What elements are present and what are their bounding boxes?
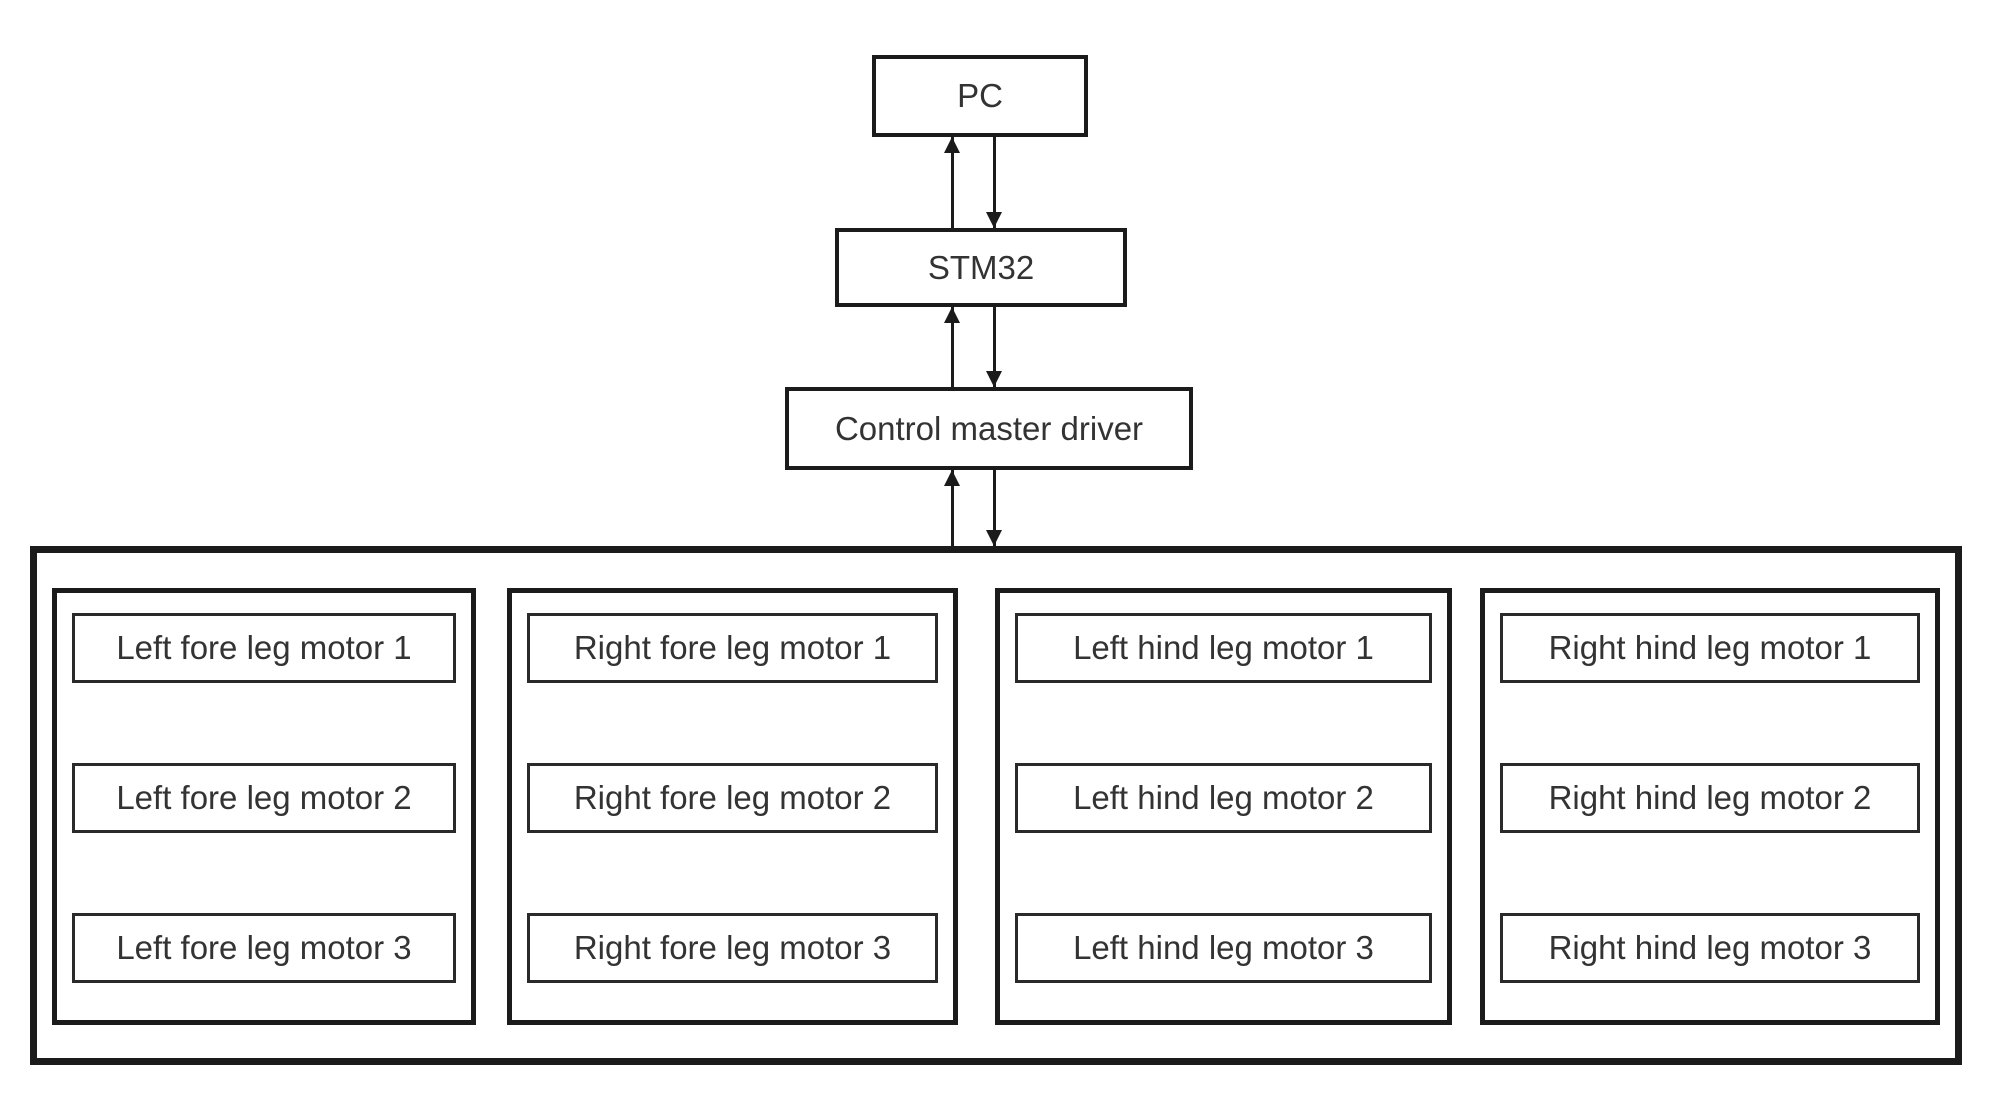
motor-label: Left hind leg motor 3	[1073, 929, 1374, 966]
motor-enclosure: Left fore leg motor 1 Left fore leg moto…	[30, 546, 1962, 1065]
motor-box: Right fore leg motor 2	[527, 763, 938, 833]
motor-label: Right fore leg motor 1	[573, 629, 892, 666]
motor-label: Right hind leg motor 1	[1548, 629, 1872, 666]
leg-group-right-hind: Right hind leg motor 1 Right hind leg mo…	[1480, 588, 1940, 1025]
motor-label: Right fore leg motor 3	[573, 929, 892, 966]
motor-label: Right fore leg motor 2	[573, 779, 892, 816]
stm32-node: STM32	[835, 228, 1127, 307]
control-master-driver-node: Control master driver	[785, 387, 1193, 470]
stm32-master-up-line	[951, 307, 954, 387]
stm32-node-label: STM32	[927, 248, 1035, 286]
down-arrow-icon	[986, 530, 1002, 546]
motor-label: Left fore leg motor 1	[116, 629, 412, 666]
motor-box: Right fore leg motor 1	[527, 613, 938, 683]
up-arrow-icon	[944, 137, 960, 153]
stm32-master-down-line	[993, 307, 996, 387]
motor-box: Left fore leg motor 1	[72, 613, 456, 683]
up-arrow-icon	[944, 470, 960, 486]
motor-label: Left fore leg motor 3	[116, 929, 412, 966]
master-enclosure-up-line	[951, 470, 954, 546]
motor-box: Left hind leg motor 2	[1015, 763, 1432, 833]
pc-stm32-up-line	[951, 137, 954, 228]
motor-box: Left fore leg motor 2	[72, 763, 456, 833]
leg-group-left-hind: Left hind leg motor 1 Left hind leg moto…	[995, 588, 1452, 1025]
pc-node: PC	[872, 55, 1088, 137]
motor-box: Right fore leg motor 3	[527, 913, 938, 983]
control-master-driver-label: Control master driver	[834, 409, 1144, 447]
down-arrow-icon	[986, 371, 1002, 387]
motor-label: Right hind leg motor 2	[1548, 779, 1872, 816]
motor-label: Left hind leg motor 1	[1073, 629, 1374, 666]
motor-box: Right hind leg motor 3	[1500, 913, 1920, 983]
motor-label: Left fore leg motor 2	[116, 779, 412, 816]
pc-node-label: PC	[957, 77, 1003, 114]
leg-group-left-fore: Left fore leg motor 1 Left fore leg moto…	[52, 588, 476, 1025]
motor-box: Left fore leg motor 3	[72, 913, 456, 983]
motor-box: Right hind leg motor 2	[1500, 763, 1920, 833]
leg-group-right-fore: Right fore leg motor 1 Right fore leg mo…	[507, 588, 958, 1025]
master-enclosure-down-line	[993, 470, 996, 546]
up-arrow-icon	[944, 307, 960, 323]
motor-box: Left hind leg motor 1	[1015, 613, 1432, 683]
motor-box: Left hind leg motor 3	[1015, 913, 1432, 983]
pc-stm32-down-line	[993, 137, 996, 228]
motor-box: Right hind leg motor 1	[1500, 613, 1920, 683]
down-arrow-icon	[986, 212, 1002, 228]
motor-label: Left hind leg motor 2	[1073, 779, 1374, 816]
motor-label: Right hind leg motor 3	[1548, 929, 1872, 966]
